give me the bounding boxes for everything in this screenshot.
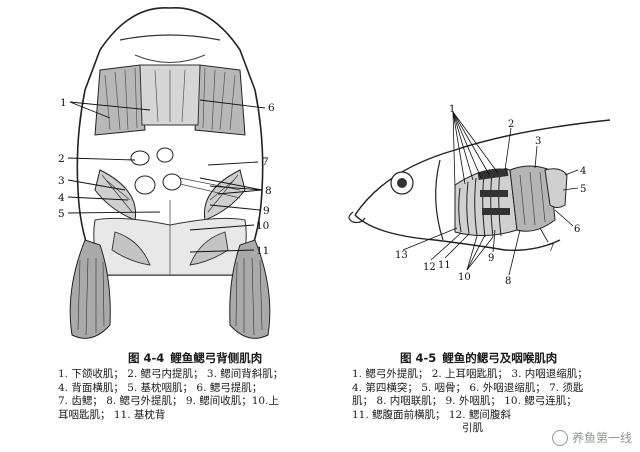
caption-line: 1. 鳃弓外提肌； 2. 上耳咽匙肌； 3. 内咽退缩肌； [352, 368, 588, 380]
label-4: 4 [580, 166, 586, 177]
lateral-gill-drawing: 1 2 3 4 5 6 7 8 9 10 11 12 13 [348, 104, 611, 287]
label-5: 5 [580, 184, 586, 195]
label-1: 1 [449, 104, 455, 115]
caption-line: 11. 鳃腹面前横肌； 12. 鳃间腹斜 [352, 408, 511, 421]
label-9: 9 [488, 253, 494, 264]
caption-line: 7. 齿鳃； 8. 鳃弓外提肌； 9. 鳃间收肌；10.上 [58, 395, 279, 407]
label-11: 11 [438, 260, 451, 271]
label-6: 6 [574, 224, 580, 235]
label-9: 9 [263, 205, 270, 217]
label-4: 4 [58, 192, 65, 204]
caption-line: 引肌 [462, 422, 483, 434]
caption-line: 1. 下颌收肌； 2. 鳃弓内提肌； 3. 鳃间背斜肌； [58, 368, 284, 380]
label-1: 1 [60, 97, 67, 109]
label-3: 3 [535, 136, 541, 147]
watermark-text: 养鱼第一线 [571, 431, 632, 445]
label-10: 10 [256, 220, 269, 232]
label-3: 3 [58, 175, 65, 187]
label-5: 5 [58, 208, 65, 220]
label-11: 11 [256, 245, 269, 257]
label-12: 12 [423, 262, 436, 273]
caption-line: 4. 背面横肌； 5. 基枕咽肌； 6. 鳃弓提肌； [58, 381, 263, 394]
wechat-icon [551, 429, 568, 446]
label-7: 7 [548, 243, 554, 254]
caption-line: 肌； 8. 内咽联肌； 9. 外咽肌； 10. 鳃弓连肌； [352, 395, 577, 407]
label-2: 2 [58, 153, 65, 165]
label-13: 13 [395, 250, 408, 261]
label-8: 8 [265, 185, 272, 197]
dorsal-muscle-drawing: 1 6 2 7 3 8 4 9 5 10 11 [58, 7, 275, 339]
figure-4-5-illustration: 1 2 3 4 5 6 7 8 9 10 11 12 13 [345, 100, 620, 295]
figure-4-4-illustration: 1 6 2 7 3 8 4 9 5 10 11 [40, 0, 300, 350]
label-8: 8 [505, 276, 511, 287]
label-2: 2 [508, 119, 514, 130]
label-7: 7 [262, 156, 269, 168]
caption-line: 4. 第四横突； 5. 咽骨； 6. 外咽退缩肌； 7. 须匙 [352, 381, 584, 394]
label-6: 6 [268, 102, 275, 114]
caption-line: 耳咽匙肌； 11. 基枕背 [58, 408, 166, 421]
label-10: 10 [458, 272, 471, 283]
watermark: 养鱼第一线 [551, 429, 632, 446]
